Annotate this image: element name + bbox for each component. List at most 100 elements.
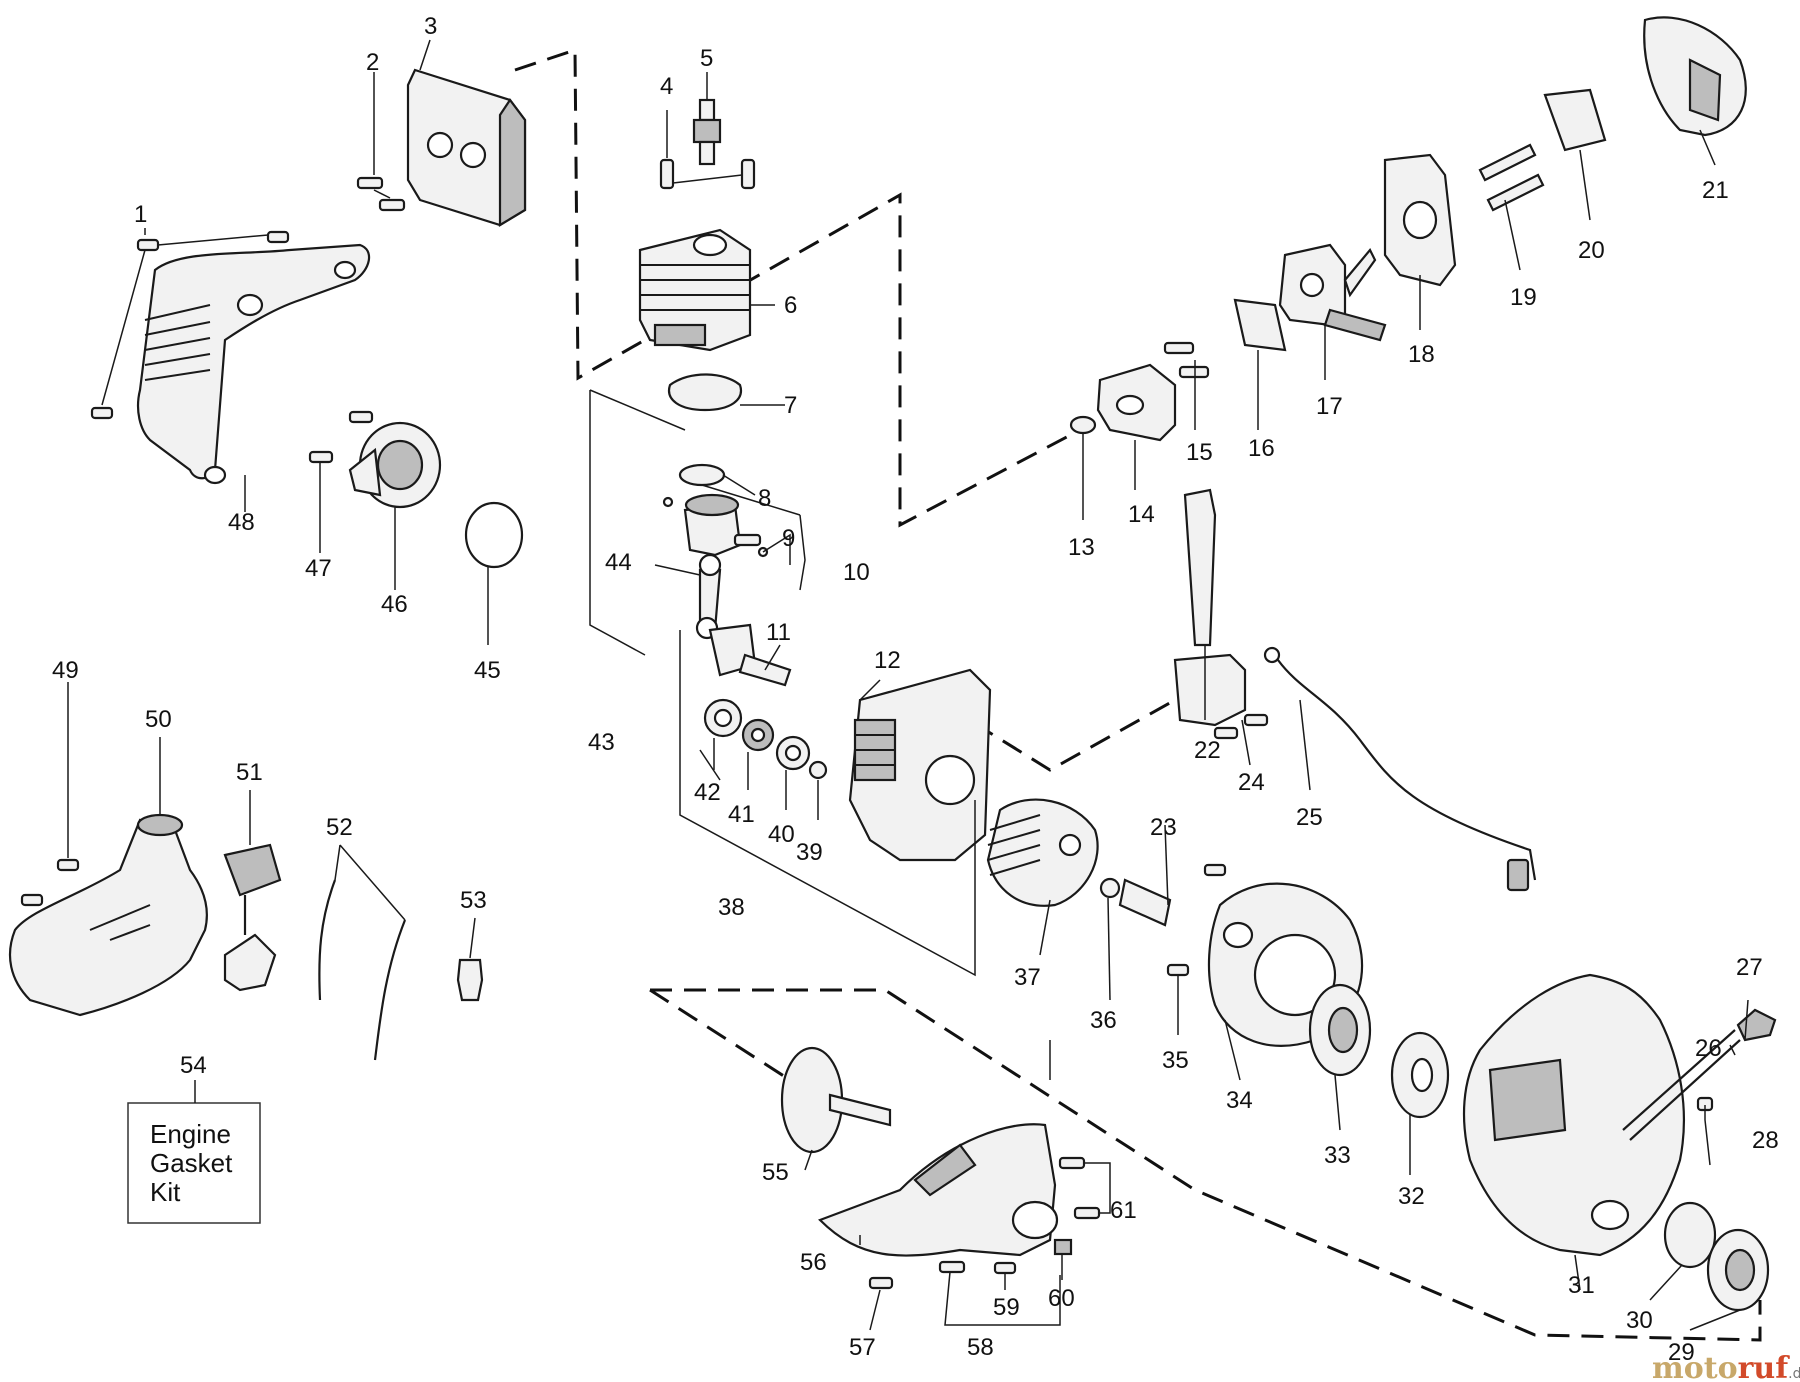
- part-label-21: 21: [1702, 177, 1729, 204]
- engine-gasket-kit-box: Engine Gasket Kit: [127, 1102, 261, 1224]
- part-spacer-tube: [1118, 878, 1172, 927]
- part-label-35: 35: [1162, 1047, 1189, 1074]
- part-label-28: 28: [1752, 1127, 1779, 1154]
- part-label-49: 49: [52, 657, 79, 684]
- part-carburetor: [1278, 243, 1387, 342]
- kit-line-3: Kit: [150, 1177, 181, 1207]
- part-label-27: 27: [1736, 954, 1763, 981]
- part-screws-1: [90, 230, 290, 420]
- part-label-11: 11: [766, 619, 791, 646]
- part-label-3: 3: [424, 13, 437, 40]
- part-label-16: 16: [1248, 435, 1275, 462]
- part-label-52: 52: [326, 814, 353, 841]
- part-crankcase: [848, 668, 992, 862]
- part-cylinder: [638, 228, 752, 352]
- part-label-24: 24: [1238, 769, 1265, 796]
- part-intake-gasket: [1069, 415, 1097, 435]
- part-label-38: 38: [718, 894, 745, 921]
- kit-line-1: Engine: [150, 1119, 231, 1149]
- part-fuel-tank: [8, 813, 208, 1017]
- part-recoil-pulley: [1308, 983, 1372, 1077]
- part-label-39: 39: [796, 839, 823, 866]
- part-label-23: 23: [1150, 814, 1177, 841]
- part-engine-shroud: [136, 243, 371, 485]
- part-flywheel: [986, 798, 1099, 907]
- part-ground-wire: [1277, 659, 1537, 881]
- part-label-6: 6: [784, 292, 797, 319]
- part-air-filter-element: [1543, 88, 1607, 152]
- part-label-34: 34: [1226, 1087, 1253, 1114]
- watermark-part-1: moto: [1652, 1351, 1738, 1382]
- part-label-15: 15: [1186, 439, 1213, 466]
- part-gearbox-screws: [868, 1156, 1101, 1290]
- part-label-41: 41: [728, 801, 755, 828]
- part-label-32: 32: [1398, 1183, 1425, 1210]
- part-label-10: 10: [843, 559, 870, 586]
- part-intake-manifold: [1096, 363, 1177, 442]
- part-label-36: 36: [1090, 1007, 1117, 1034]
- part-air-filter-base: [1383, 153, 1457, 287]
- part-label-42: 42: [694, 779, 721, 806]
- part-coil-screws: [1213, 713, 1269, 740]
- part-label-60: 60: [1048, 1285, 1075, 1312]
- part-label-56: 56: [800, 1249, 827, 1276]
- part-ignition-coil: [1173, 488, 1247, 727]
- part-label-26: 26: [1695, 1035, 1722, 1062]
- part-label-50: 50: [145, 706, 172, 733]
- part-muffler: [406, 68, 527, 227]
- part-label-9: 9: [782, 525, 795, 552]
- part-label-53: 53: [460, 887, 487, 914]
- part-label-4: 4: [660, 73, 673, 100]
- part-clutch-washer: [1663, 1201, 1717, 1269]
- kit-line-2: Gasket: [150, 1148, 233, 1178]
- part-o-ring: [464, 501, 524, 569]
- svg-text:motoruf.de: motoruf.de: [1652, 1351, 1800, 1382]
- part-label-13: 13: [1068, 534, 1095, 561]
- part-label-1: 1: [134, 201, 147, 228]
- part-label-20: 20: [1578, 237, 1605, 264]
- part-label-14: 14: [1128, 501, 1155, 528]
- part-label-55: 55: [762, 1159, 789, 1186]
- part-label-45: 45: [474, 657, 501, 684]
- part-label-12: 12: [874, 647, 901, 674]
- part-clutch-drum: [780, 1046, 892, 1154]
- leader-lines: [67, 39, 1749, 1331]
- part-label-25: 25: [1296, 804, 1323, 831]
- part-cylinder-screws: [659, 158, 756, 190]
- part-spark-plug: [692, 98, 722, 166]
- part-piston-assembly: [662, 463, 769, 558]
- part-cylinder-gasket: [667, 373, 743, 412]
- part-label-54: 54: [180, 1052, 207, 1079]
- part-label-7: 7: [784, 392, 797, 419]
- part-label-40: 40: [768, 821, 795, 848]
- part-label-51: 51: [236, 759, 263, 786]
- part-label-46: 46: [381, 591, 408, 618]
- part-recoil-spring: [1390, 1031, 1450, 1119]
- part-air-filter-cover: [1643, 16, 1747, 137]
- part-starter-handle: [1736, 1008, 1777, 1042]
- part-label-5: 5: [700, 45, 713, 72]
- part-wire-connector: [1506, 858, 1530, 892]
- part-fuel-line-2: [373, 919, 407, 1061]
- part-intake-screws: [1163, 341, 1210, 379]
- part-carb-gasket: [1233, 298, 1287, 352]
- part-label-47: 47: [305, 555, 332, 582]
- watermark-logo: motoruf.de: [1652, 1351, 1800, 1382]
- part-pulley-screws: [308, 410, 374, 464]
- part-starter-housing: [1462, 973, 1685, 1257]
- part-label-48: 48: [228, 509, 255, 536]
- part-label-44: 44: [605, 549, 632, 576]
- part-clutch-assembly: [1706, 1228, 1770, 1312]
- part-washer: [1099, 877, 1121, 899]
- part-label-17: 17: [1316, 393, 1343, 420]
- part-label-22: 22: [1194, 737, 1221, 764]
- part-label-29: 29: [1668, 1339, 1695, 1366]
- part-label-59: 59: [993, 1294, 1020, 1321]
- dashed-assembly-line-top: [514, 47, 1081, 528]
- watermark-suffix: .de: [1788, 1366, 1800, 1382]
- part-label-8: 8: [758, 485, 771, 512]
- watermark-part-2: ruf: [1738, 1351, 1791, 1382]
- part-fan-housing-screws: [1166, 863, 1227, 977]
- part-wire-terminal: [1263, 646, 1281, 664]
